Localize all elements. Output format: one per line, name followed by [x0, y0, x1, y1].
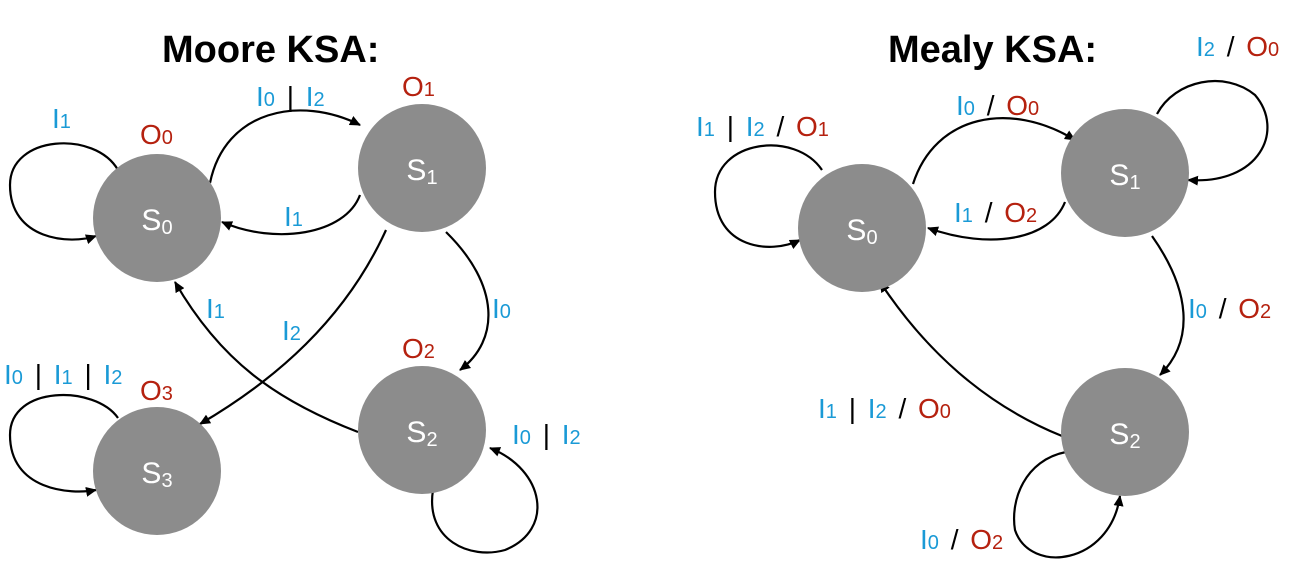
moore-output-s0: O0 [140, 119, 173, 150]
mealy-edge-s1-s0 [927, 201, 1067, 241]
moore-state-s2: S2 [358, 366, 486, 494]
mealy-edge-label-s2-s2: I0 / O2 [920, 524, 1003, 555]
moore-state-s1-label: S1 [406, 154, 437, 189]
mealy-edge-s1-s1 [1156, 80, 1269, 186]
moore-state-s1-circle [358, 104, 486, 232]
mealy-edge-label-s1-s1: I2 / O0 [1196, 31, 1279, 62]
moore-state-s0: S0 [93, 154, 221, 282]
moore-state-s3: S3 [93, 407, 221, 535]
moore-state-s2-circle [358, 366, 486, 494]
moore-state-s3-circle [93, 407, 221, 535]
mealy-edge-s2-s2 [1013, 450, 1124, 559]
mealy-state-s2-label: S2 [1109, 418, 1140, 453]
mealy-state-s2-circle [1061, 368, 1189, 496]
mealy-state-s2: S2 [1061, 368, 1189, 496]
mealy-edge-label-s1-s2: I0 / O2 [1188, 293, 1271, 324]
moore-edge-label-s2-s0: I1 [206, 293, 225, 324]
moore-edge-s3-s3 [8, 393, 119, 497]
moore-output-s1: O1 [402, 71, 435, 102]
moore-edge-label-s1-s0: I1 [284, 201, 303, 232]
moore-title: Moore KSA: [162, 29, 379, 71]
moore-edge-label-s3-s3: I0 | I1 | I2 [4, 359, 122, 390]
moore-edge-s2-s2 [430, 446, 539, 554]
mealy-edge-label-s1-s0: I1 / O2 [954, 197, 1037, 228]
mealy-edge-s0-s1 [911, 117, 1076, 185]
mealy-edge-s2-s0 [879, 281, 1063, 438]
mealy-state-s0-label: S0 [846, 214, 877, 249]
moore-state-s0-label: S0 [141, 204, 172, 239]
moore-output-s2: O2 [402, 333, 435, 364]
mealy-edge-s0-s0 [713, 144, 823, 249]
moore-state-s1: S1 [358, 104, 486, 232]
moore-outputs: O0 O1 O2 O3 [140, 71, 435, 406]
mealy-edge-s1-s2 [1151, 235, 1185, 376]
moore-state-s0-circle [93, 154, 221, 282]
moore-edges [8, 109, 539, 554]
moore-edge-s0-s1 [208, 109, 361, 184]
mealy-edge-labels: I1 | I2 / O1 I0 / O0 I1 / O2 I2 / O0 I0 … [696, 31, 1279, 555]
mealy-edge-label-s0-s0: I1 | I2 / O1 [696, 111, 829, 142]
moore-edge-label-s0-s0: I1 [52, 103, 71, 134]
moore-edge-label-s2-s2: I0 | I2 [512, 419, 581, 450]
mealy-edge-label-s0-s1: I0 / O0 [956, 90, 1039, 121]
mealy-state-s1: S1 [1061, 109, 1189, 237]
mealy-title: Mealy KSA: [888, 29, 1097, 71]
moore-edge-s2-s0 [174, 281, 359, 434]
moore-edge-label-s0-s1: I0 | I2 [256, 81, 325, 112]
mealy-state-s0-circle [798, 164, 926, 292]
mealy-state-s1-circle [1061, 109, 1189, 237]
moore-edge-labels: I1 I0 | I2 I1 I0 I2 I1 I0 | I2 I0 | I1 | [4, 81, 581, 450]
moore-edge-s1-s0 [221, 194, 362, 236]
moore-edge-s0-s0 [8, 142, 119, 244]
moore-states: S0 S1 S2 S3 [93, 104, 486, 535]
mealy-edges [713, 80, 1269, 559]
moore-output-s3: O3 [140, 375, 173, 406]
moore-edge-s1-s2 [445, 231, 490, 371]
mealy-state-s0: S0 [798, 164, 926, 292]
moore-edge-s1-s3 [199, 229, 388, 425]
moore-edge-label-s1-s2: I0 [492, 293, 511, 324]
moore-state-s2-label: S2 [406, 416, 437, 451]
mealy-edge-label-s2-s0: I1 | I2 / O0 [818, 393, 951, 424]
moore-state-s3-label: S3 [141, 457, 172, 492]
mealy-state-s1-label: S1 [1109, 159, 1140, 194]
moore-edge-label-s1-s3: I2 [282, 315, 301, 346]
mealy-states: S0 S1 S2 [798, 109, 1189, 496]
